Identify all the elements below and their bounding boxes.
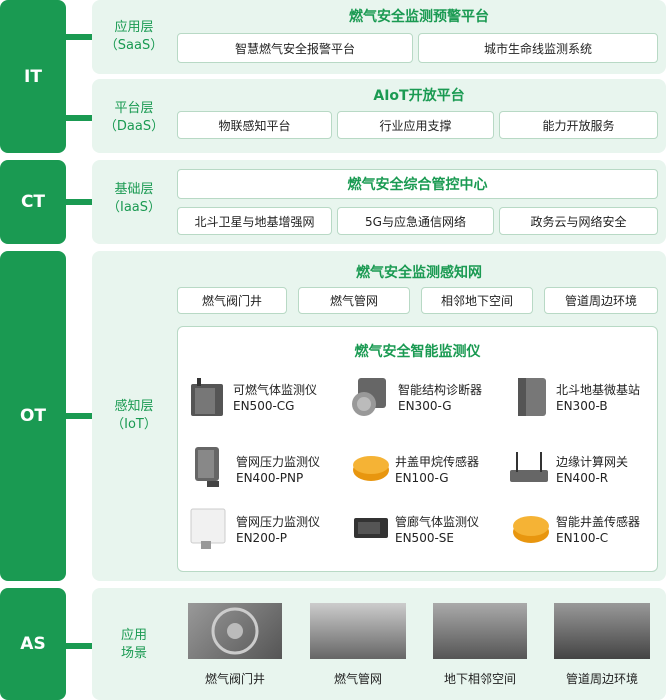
saas-layer-label: 应用层 （SaaS） (104, 20, 164, 53)
device-name: 北斗地基微基站 (556, 383, 641, 397)
device-model: EN400-R (556, 471, 609, 485)
device-name: 管网压力监测仪 (236, 455, 321, 469)
section-label-ot: OT (0, 251, 66, 581)
scenes-layer-label: 应用 场景 (120, 628, 147, 661)
edge-gateway-icon (508, 450, 550, 486)
daas-item: 行业应用支撑 (337, 111, 494, 139)
device-model: EN100-G (395, 471, 449, 485)
scene-label: 燃气管网 (333, 672, 382, 686)
section-label-it: IT (0, 0, 66, 153)
iot-title: 燃气安全监测感知网 (356, 265, 482, 281)
device-panel (177, 326, 658, 572)
saas-title: 燃气安全监测预警平台 (349, 9, 489, 25)
iaas-item: 5G与应急通信网络 (337, 207, 494, 235)
device-panel-title: 燃气安全智能监测仪 (354, 344, 481, 360)
iot-item: 燃气阀门井 (177, 287, 287, 314)
section-label-as: AS (0, 588, 66, 700)
scene-label: 燃气阀门井 (204, 672, 265, 686)
iot-item: 相邻地下空间 (421, 287, 533, 314)
pressure-sensor-icon (187, 507, 229, 551)
scene-image-pipeline (310, 603, 406, 659)
daas-item: 能力开放服务 (499, 111, 658, 139)
section-label-ct: CT (0, 160, 66, 244)
device-model: EN200-P (236, 531, 288, 545)
daas-layer-label: 平台层 （DaaS） (103, 101, 165, 134)
pressure-monitor-icon (187, 445, 229, 489)
scene-label: 管道周边环境 (565, 672, 638, 686)
structure-diagnoser-icon (350, 376, 392, 418)
connector (66, 413, 94, 419)
scene-label: 地下相邻空间 (443, 672, 516, 686)
iot-item: 管道周边环境 (544, 287, 658, 314)
device-name: 井盖甲烷传感器 (395, 455, 480, 469)
device-model: EN100-C (556, 531, 609, 545)
iot-item: 燃气管网 (298, 287, 410, 314)
device-model: EN500-CG (233, 399, 295, 413)
corridor-gas-monitor-icon (350, 512, 392, 544)
connector (66, 34, 94, 40)
daas-title: AIoT开放平台 (373, 88, 465, 104)
device-name: 智能井盖传感器 (556, 515, 641, 529)
device-name: 管网压力监测仪 (236, 515, 321, 529)
iaas-item: 政务云与网络安全 (499, 207, 658, 235)
connector (66, 115, 94, 121)
device-name: 边缘计算网关 (556, 455, 629, 469)
saas-item: 智慧燃气安全报警平台 (177, 33, 413, 63)
scene-image-underground-space (433, 603, 527, 659)
beidou-station-icon (512, 376, 554, 418)
manhole-sensor-icon (510, 510, 552, 546)
scene-image-surroundings (554, 603, 650, 659)
gas-detector-icon (187, 376, 229, 418)
iot-layer-label: 感知层 （IoT） (111, 399, 157, 432)
iaas-item: 北斗卫星与地基增强网 (177, 207, 332, 235)
scene-image-valve-well (188, 603, 282, 659)
saas-item: 城市生命线监测系统 (418, 33, 658, 63)
device-model: EN400-PNP (236, 471, 304, 485)
device-model: EN500-SE (395, 531, 454, 545)
device-model: EN300-B (556, 399, 608, 413)
device-name: 智能结构诊断器 (398, 383, 483, 397)
device-name: 可燃气体监测仪 (233, 383, 318, 397)
device-model: EN300-G (398, 399, 452, 413)
daas-item: 物联感知平台 (177, 111, 332, 139)
connector (66, 643, 94, 649)
iaas-layer-label: 基础层 （IaaS） (106, 182, 162, 215)
iaas-title: 燃气安全综合管控中心 (177, 169, 658, 199)
methane-sensor-icon (350, 452, 392, 484)
device-name: 管廊气体监测仪 (395, 515, 480, 529)
connector (66, 199, 94, 205)
